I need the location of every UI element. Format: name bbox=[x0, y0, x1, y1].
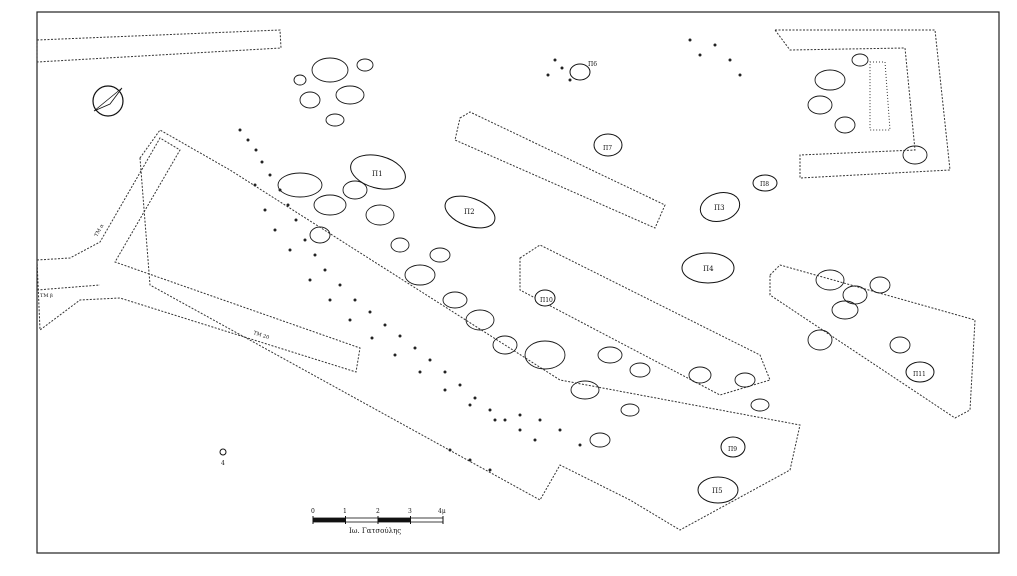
vessel-shape bbox=[752, 174, 778, 192]
vessel-label: Π4 bbox=[703, 265, 714, 273]
vessel-shape bbox=[593, 133, 623, 157]
vessel-label: 4 bbox=[221, 460, 225, 467]
vessel-shape bbox=[219, 448, 227, 456]
trench-left bbox=[36, 137, 361, 373]
trench-right bbox=[769, 264, 976, 419]
vessel-label: Π6 bbox=[588, 61, 597, 68]
scale-tick-label: 3 bbox=[408, 508, 412, 515]
vessel-shape bbox=[699, 192, 741, 222]
vessel-shape bbox=[444, 195, 496, 229]
wall-top-left bbox=[36, 29, 282, 63]
vessel-shape bbox=[350, 154, 406, 190]
vessel-shape bbox=[697, 476, 739, 504]
vessel-label: Π5 bbox=[712, 487, 723, 495]
stone-cluster bbox=[807, 269, 911, 354]
trench-labels: ΤΜ α ΤΜ β ΤΜ 20 bbox=[40, 223, 270, 341]
trench-label: ΤΜ 20 bbox=[252, 330, 269, 341]
scale-tick-label: 2 bbox=[376, 508, 380, 515]
trench-label: ΤΜ β bbox=[40, 293, 53, 299]
vessel-shape bbox=[681, 252, 735, 284]
vessel-shape bbox=[569, 63, 591, 81]
vessel-label: Π8 bbox=[760, 181, 769, 188]
vessels bbox=[219, 63, 935, 504]
trench-main bbox=[139, 129, 801, 531]
vessel-label: Π3 bbox=[714, 204, 725, 212]
stone-cluster bbox=[807, 53, 928, 165]
figure-frame bbox=[36, 11, 1000, 554]
vessel-shape bbox=[720, 436, 746, 458]
scale-tick-label: 1 bbox=[343, 508, 347, 515]
pebble-fill bbox=[238, 38, 742, 472]
stone-clusters bbox=[277, 53, 928, 448]
trench-center bbox=[519, 244, 771, 396]
vessel-labels: Π1 Π2 Π3 Π4 Π5 Π6 Π7 Π8 Π9 Π10 Π11 4 bbox=[221, 61, 926, 495]
vessel-label: Π2 bbox=[464, 208, 475, 216]
vessel-label: Π11 bbox=[913, 371, 926, 378]
vessel-label: Π10 bbox=[540, 297, 553, 304]
vessel-shape bbox=[905, 361, 935, 383]
scale-tick-label: 4μ bbox=[438, 508, 446, 515]
north-arrow-icon bbox=[92, 85, 124, 117]
stone-cluster bbox=[277, 172, 566, 370]
trench-top-right bbox=[774, 29, 951, 179]
vessel-label: Π9 bbox=[728, 446, 737, 453]
vessel-label: Π7 bbox=[603, 145, 612, 152]
stone-cluster bbox=[570, 346, 770, 448]
scale-bar: 0 1 2 3 4μ Ιω. Γατσούλης bbox=[311, 508, 446, 535]
scale-tick-label: 0 bbox=[311, 508, 315, 515]
vessel-shape bbox=[534, 289, 556, 307]
vessel-label: Π1 bbox=[372, 170, 383, 178]
stone-cluster bbox=[293, 57, 374, 127]
draftsman-credit: Ιω. Γατσούλης bbox=[349, 527, 401, 535]
